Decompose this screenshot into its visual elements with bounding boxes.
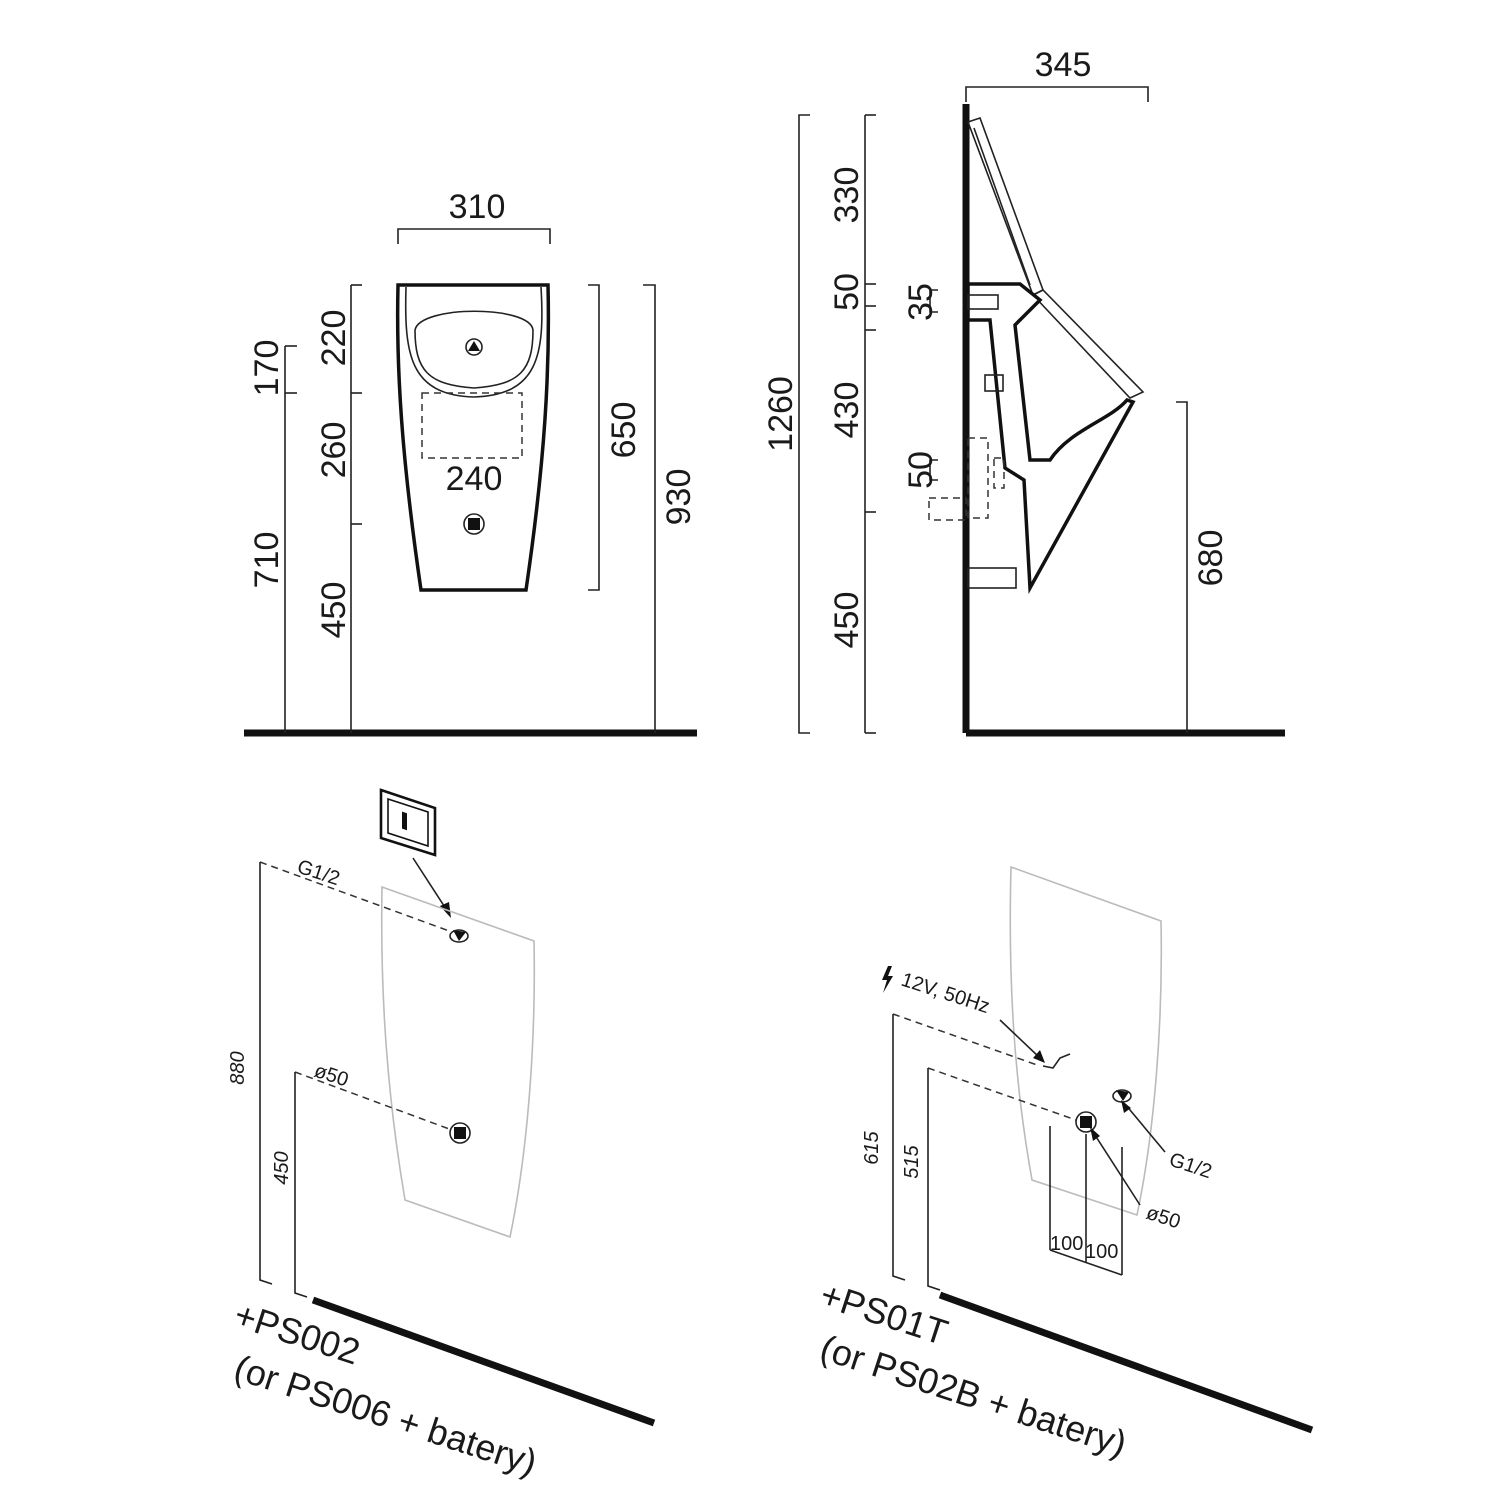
inlet-ring-left bbox=[449, 929, 469, 943]
outlet-ring-left bbox=[449, 1122, 471, 1144]
bowl-inner bbox=[414, 310, 534, 389]
dim-930-line bbox=[643, 284, 656, 733]
dim-1260: 1260 bbox=[762, 376, 800, 452]
outlet-leader-right bbox=[927, 1067, 1077, 1121]
dim-450-side: 450 bbox=[828, 592, 866, 649]
dim-650-line bbox=[588, 284, 600, 591]
lid-lower bbox=[1031, 289, 1145, 399]
dim-450-front: 450 bbox=[315, 582, 353, 639]
inlet-leader-left bbox=[259, 861, 453, 933]
dim-50-low: 50 bbox=[902, 451, 940, 489]
inlet-point-right bbox=[1116, 1090, 1129, 1101]
floor-line-install-right bbox=[938, 1291, 1314, 1434]
dim-220: 220 bbox=[315, 310, 353, 367]
waste-hidden bbox=[928, 497, 967, 521]
dim-680-line bbox=[1176, 401, 1188, 733]
outlet-marker bbox=[468, 518, 480, 530]
dim-930: 930 bbox=[660, 469, 698, 526]
power-label: 12V, 50Hz bbox=[898, 969, 992, 1018]
width-top-label: 310 bbox=[449, 188, 506, 226]
depth-top-label: 345 bbox=[1035, 46, 1092, 84]
inlet-ring bbox=[465, 338, 483, 356]
outlet-ring bbox=[463, 513, 485, 535]
install-panel-right bbox=[1009, 865, 1163, 1217]
outlet-point-left bbox=[454, 1127, 466, 1139]
dim-35: 35 bbox=[902, 283, 940, 321]
width-dim-line bbox=[397, 228, 551, 244]
urinal-front-body bbox=[395, 283, 551, 592]
dim-650: 650 bbox=[605, 402, 643, 459]
dim-1260-line bbox=[798, 114, 810, 734]
dim-515-line bbox=[927, 1068, 941, 1291]
dim-680: 680 bbox=[1192, 530, 1230, 587]
sensor-arrow bbox=[412, 857, 449, 913]
install-left: G1/2 ø50 880 450 +PS002 (or PS006 + bate… bbox=[227, 788, 656, 1483]
dim-170: 170 bbox=[248, 340, 286, 397]
outlet-leader-left bbox=[294, 1071, 453, 1131]
lid-edge bbox=[973, 127, 1031, 286]
outlet-arrow-right bbox=[1092, 1131, 1141, 1206]
inlet-marker bbox=[468, 341, 480, 351]
spacing-a: 100 bbox=[1050, 1233, 1083, 1255]
dim-330: 330 bbox=[828, 167, 866, 224]
bottom-bracket bbox=[967, 567, 1017, 589]
dim-260: 260 bbox=[315, 422, 353, 479]
dim-35-line bbox=[929, 289, 938, 313]
seal-hidden bbox=[993, 457, 1005, 489]
inlet-arrow-right bbox=[1124, 1103, 1166, 1153]
inlet-arrowhead-right bbox=[1121, 1100, 1131, 1113]
spacing-b: 100 bbox=[1085, 1241, 1118, 1263]
dim-430: 430 bbox=[828, 382, 866, 439]
bowl-outline bbox=[404, 286, 543, 398]
floor-line-install-left bbox=[311, 1296, 656, 1427]
dim-50-low-line bbox=[929, 459, 938, 481]
power-arrowhead bbox=[1033, 1050, 1045, 1063]
install-right: 12V, 50Hz G1/2 ø50 615 515 100 100 +PS01… bbox=[816, 865, 1314, 1464]
flush-sensor-icon bbox=[379, 788, 437, 857]
outlet-point-right bbox=[1080, 1116, 1092, 1128]
inner-width-label: 240 bbox=[446, 460, 503, 498]
dim-50-top: 50 bbox=[828, 273, 866, 311]
outlet-label-right: ø50 bbox=[1143, 1202, 1183, 1234]
dim-450-install: 450 bbox=[271, 1151, 293, 1184]
hidden-bracket bbox=[421, 392, 523, 459]
dim-615: 615 bbox=[861, 1130, 883, 1164]
sensor-box bbox=[984, 374, 1004, 392]
dim-880: 880 bbox=[227, 1051, 249, 1084]
depth-dim-line bbox=[965, 86, 1149, 102]
side-view: 345 1260 330 50 430 450 35 50 680 bbox=[762, 46, 1285, 737]
dim-515: 515 bbox=[901, 1144, 923, 1178]
lightning-icon bbox=[882, 966, 893, 993]
power-connector-icon bbox=[1042, 1053, 1071, 1069]
inlet-fitting bbox=[967, 294, 999, 310]
dim-710: 710 bbox=[248, 532, 286, 589]
spacing-base bbox=[1049, 1249, 1123, 1276]
inlet-point-left bbox=[453, 930, 466, 941]
outlet-ring-right bbox=[1075, 1111, 1097, 1133]
dim-450-install-line bbox=[294, 1072, 308, 1298]
inlet-label-left: G1/2 bbox=[294, 856, 342, 890]
power-arrow bbox=[999, 1019, 1041, 1059]
power-leader bbox=[892, 1013, 1041, 1067]
trap-hidden bbox=[967, 437, 989, 519]
urinal-side-body bbox=[966, 282, 1136, 595]
dim-615-line bbox=[892, 1014, 906, 1281]
outlet-label-left: ø50 bbox=[311, 1060, 351, 1092]
outlet-arrowhead-right bbox=[1090, 1127, 1100, 1141]
inlet-label-right: G1/2 bbox=[1166, 1149, 1214, 1183]
install-panel-left bbox=[380, 885, 536, 1239]
front-view: 310 240 170 710 220 260 450 650 930 bbox=[244, 188, 698, 737]
dim-880-line bbox=[259, 862, 273, 1285]
